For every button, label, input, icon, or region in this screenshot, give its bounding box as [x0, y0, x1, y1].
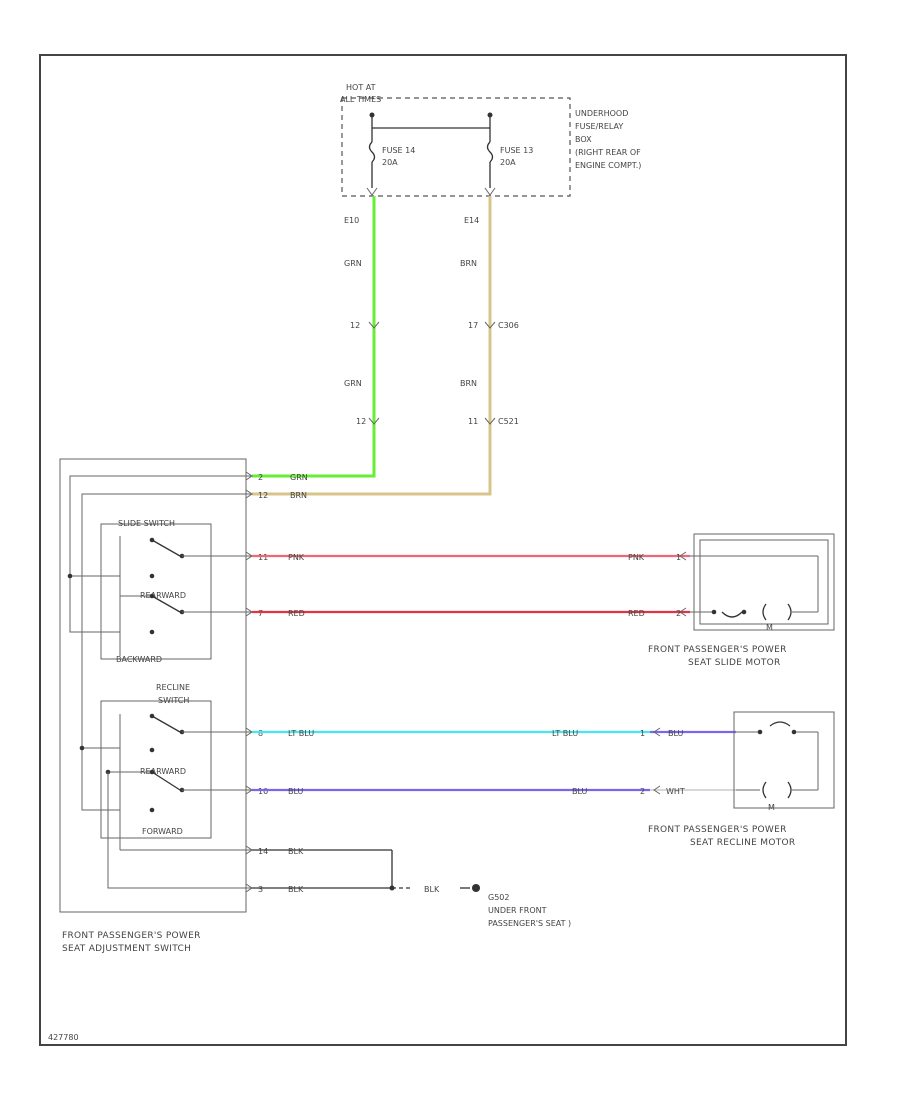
pin-4: 7	[258, 609, 263, 618]
pnk-label-right: PNK	[628, 553, 645, 562]
ltblu-label-right: LT BLU	[552, 729, 578, 738]
fuse-13-name: FUSE 13	[500, 146, 533, 155]
recline-motor-m-symbol: M	[768, 803, 775, 812]
ground-name: G502	[488, 893, 509, 902]
left-wire-color-1: GRN	[344, 259, 362, 268]
right-wire-color-2: BRN	[460, 379, 477, 388]
fuse-13-icon	[486, 128, 494, 188]
right-conn1-pin: 17	[468, 321, 478, 330]
connector-right-1-icon	[484, 321, 496, 329]
recline-forward-label: FORWARD	[142, 827, 183, 836]
slide-switch-label: SLIDE SWITCH	[118, 519, 175, 528]
right-terminal-label: E14	[464, 216, 479, 225]
connector-left-1-icon	[368, 321, 380, 329]
diagram-frame	[39, 54, 847, 1046]
slide-switch-contacts-icon	[120, 537, 185, 635]
fusebox-name-line4: (RIGHT REAR OF	[575, 148, 641, 157]
recline-motor-pin-a: 1	[640, 729, 645, 738]
pin-7: 14	[258, 847, 268, 856]
slide-motor-pin-b: 2	[676, 609, 681, 618]
recline-motor-caption-1: FRONT PASSENGER'S POWER	[648, 825, 787, 835]
connector-right-2-icon	[484, 417, 496, 425]
brn-wire-label: BRN	[290, 491, 307, 500]
fuse-13-amp: 20A	[500, 158, 516, 167]
right-conn2-pin: 11	[468, 417, 478, 426]
right-conn1-name: C306	[498, 321, 519, 330]
fusebox-name-line1: UNDERHOOD	[575, 109, 628, 118]
right-conn2-name: C521	[498, 417, 519, 426]
slide-motor-caption-2: SEAT SLIDE MOTOR	[688, 658, 781, 668]
ground-wiring	[252, 849, 470, 891]
pnk-label-left: PNK	[288, 553, 305, 562]
wire-brn	[252, 196, 492, 496]
blk-label-upper: BLK	[288, 847, 304, 856]
fusebox-name-line2: FUSE/RELAY	[575, 122, 623, 131]
pin-5: 8	[258, 729, 263, 738]
blk-label-ground: BLK	[424, 885, 440, 894]
ground-location-1: UNDER FRONT	[488, 906, 547, 915]
ltblu-label-left: LT BLU	[288, 729, 314, 738]
hot-at-label: HOT AT	[346, 83, 376, 92]
diagram-id: 427780	[48, 1033, 79, 1042]
fuse-14-name: FUSE 14	[382, 146, 415, 155]
switch-caption-1: FRONT PASSENGER'S POWER	[62, 931, 201, 941]
seat-recline-motor	[653, 711, 835, 809]
connector-left-2-icon	[368, 417, 380, 425]
ground-icon	[472, 884, 480, 892]
right-wire-color-1: BRN	[460, 259, 477, 268]
pin-3: 11	[258, 553, 268, 562]
ground-location-2: PASSENGER'S SEAT )	[488, 919, 571, 928]
slide-motor-caption-1: FRONT PASSENGER'S POWER	[648, 645, 787, 655]
recline-motor-caption-2: SEAT RECLINE MOTOR	[690, 838, 795, 848]
blk-label-lower: BLK	[288, 885, 304, 894]
switch-caption-2: SEAT ADJUSTMENT SWITCH	[62, 944, 191, 954]
blu-label-left: BLU	[288, 787, 304, 796]
recline-switch-label-2: SWITCH	[158, 696, 189, 705]
red-label-right: RED	[628, 609, 645, 618]
grn-wire-label: GRN	[290, 473, 308, 482]
left-wire-color-2: GRN	[344, 379, 362, 388]
slide-rearward-label: REARWARD	[140, 591, 186, 600]
recline-motor-pin-b: 2	[640, 787, 645, 796]
seat-adjustment-switch: SLIDE SWITCH REARWARD BACKWARD RECLINE S…	[59, 458, 252, 913]
fusebox-name-line3: BOX	[575, 135, 592, 144]
switch-pin-markers	[245, 471, 253, 893]
slide-backward-label: BACKWARD	[116, 655, 162, 664]
left-conn2-pin: 12	[356, 417, 366, 426]
fuse-14-amp: 20A	[382, 158, 398, 167]
pin-6: 10	[258, 787, 268, 796]
fuse-14-icon	[368, 128, 376, 188]
blu-label-motor: BLU	[668, 729, 684, 738]
seat-slide-motor	[679, 533, 835, 631]
recline-switch-contacts-icon	[105, 713, 185, 813]
slide-motor-m-symbol: M	[766, 623, 773, 632]
pin-2: 12	[258, 491, 268, 500]
recline-rearward-label: REARWARD	[140, 767, 186, 776]
left-terminal-label: E10	[344, 216, 359, 225]
left-conn1-pin: 12	[350, 321, 360, 330]
recline-switch-label-1: RECLINE	[156, 683, 190, 692]
pin-8: 3	[258, 885, 263, 894]
wire-grn	[252, 196, 376, 478]
all-times-label: ALL TIMES	[340, 95, 381, 104]
pin-1: 2	[258, 473, 263, 482]
underhood-fuse-box: HOT AT ALL TIMES UNDERHOOD FUSE/RELAY BO…	[340, 83, 641, 197]
slide-motor-pin-a: 1	[676, 553, 681, 562]
red-label-left: RED	[288, 609, 305, 618]
blu-label-right: BLU	[572, 787, 588, 796]
fusebox-name-line5: ENGINE COMPT.)	[575, 161, 641, 170]
wht-label: WHT	[666, 787, 685, 796]
